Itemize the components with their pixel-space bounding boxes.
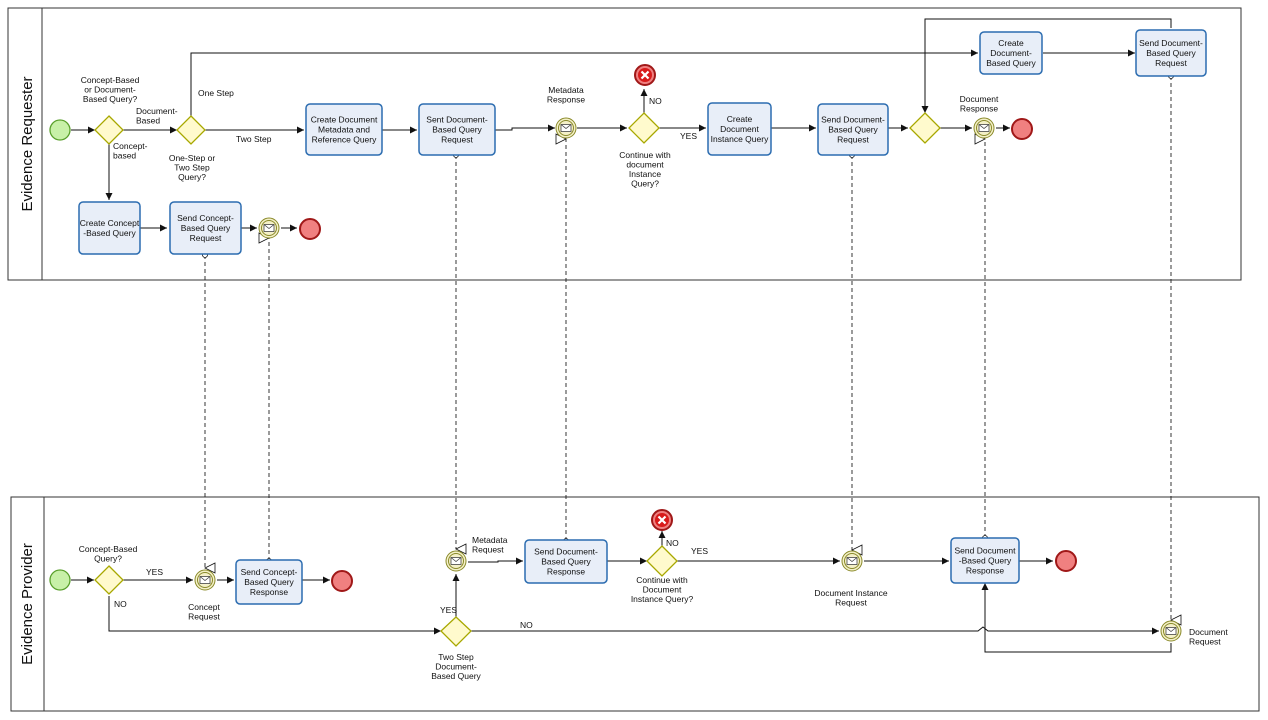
- pool-title-provider: Evidence Provider: [19, 543, 36, 665]
- gateway-provider-concept: [94, 565, 124, 595]
- gateway-one-or-two-step: [176, 115, 206, 145]
- envelope-icon: [450, 557, 462, 565]
- sequence-flows-requester: [71, 18, 1172, 232]
- label-p-yes3: YES: [691, 546, 708, 556]
- label-p-yes: YES: [146, 567, 163, 577]
- envelope-icon: [978, 124, 990, 132]
- envelope-icon: [560, 124, 572, 132]
- envelope-icon: [263, 224, 275, 232]
- label-p-no: NO: [114, 599, 127, 609]
- task-r-create-concept: Create Concept-Based Query: [78, 201, 141, 255]
- start-event-provider: [49, 569, 71, 591]
- message-flows: [202, 73, 1182, 626]
- pool-title-requester: Evidence Requester: [19, 76, 36, 211]
- message-event-document-response: [973, 117, 995, 139]
- gateway-continue-instance: [628, 112, 660, 144]
- message-event-metadata-response: [555, 117, 577, 139]
- gateway-two-step: [440, 616, 472, 647]
- end-event: [1055, 550, 1077, 572]
- error-x-icon: [651, 509, 673, 531]
- label-document-based: Document-Based: [136, 106, 178, 126]
- task-label: Create Concept-Based Query: [80, 218, 140, 238]
- label-two-step: Two Step: [236, 134, 272, 144]
- error-x-icon: [634, 64, 656, 86]
- message-event-concept-response: [258, 217, 280, 239]
- end-event: [331, 570, 353, 592]
- label-no-top: NO: [649, 96, 662, 106]
- gateway-concept-or-document: [94, 115, 124, 145]
- gateways: [94, 112, 941, 647]
- message-event-metadata-request: [445, 550, 467, 572]
- label-two-step-yes: YES: [440, 605, 457, 615]
- sequence-flows-provider: [71, 531, 1172, 653]
- envelope-icon: [199, 576, 211, 584]
- envelope-icon: [1165, 627, 1177, 635]
- message-event-document-instance-request: [841, 550, 863, 572]
- gateway-merge: [909, 112, 941, 144]
- end-event: [1011, 118, 1033, 140]
- label-yes-top: YES: [680, 131, 697, 141]
- envelope-icon: [846, 557, 858, 565]
- start-event-requester: [49, 119, 71, 141]
- end-event: [299, 218, 321, 240]
- message-event-document-request: [1160, 620, 1182, 642]
- label-one-step: One Step: [198, 88, 234, 98]
- label-p-no2: NO: [520, 620, 533, 630]
- pool-evidence-provider: Evidence Provider: [10, 496, 1260, 712]
- label-p-no3: NO: [666, 538, 679, 548]
- message-event-concept-request: [194, 569, 216, 591]
- label-concept-based: Concept-based: [113, 141, 148, 161]
- gateway-provider-continue: [646, 545, 678, 577]
